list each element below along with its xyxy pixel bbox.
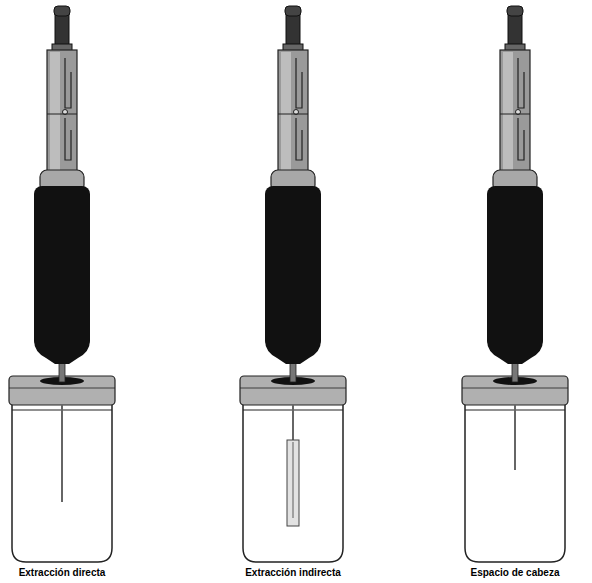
caption-label: Extracción directa xyxy=(19,567,106,579)
caption-label: Extracción indirecta xyxy=(245,567,341,579)
caption-label: Espacio de cabeza xyxy=(471,567,560,579)
